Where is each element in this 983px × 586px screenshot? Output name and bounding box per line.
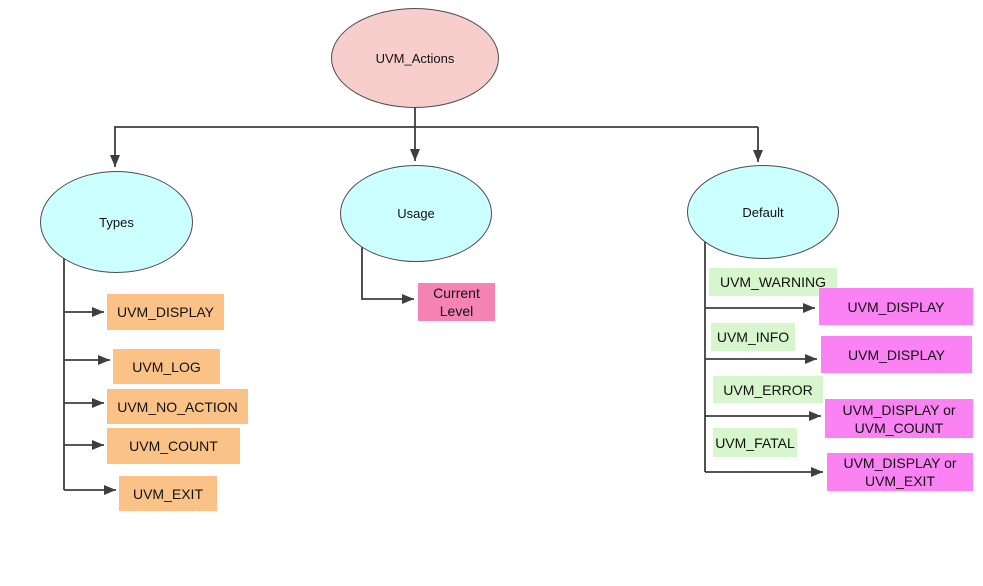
- types-item-uvm-display: UVM_DISPLAY: [107, 294, 224, 330]
- node-default: Default: [687, 165, 839, 259]
- node-usage-label: Usage: [397, 206, 435, 221]
- node-types: Types: [40, 171, 193, 273]
- node-default-label: Default: [742, 204, 784, 220]
- action-fatal-display-or-exit: UVM_DISPLAY or UVM_EXIT: [827, 453, 973, 491]
- usage-target-current-level: Current Level: [418, 283, 495, 321]
- node-uvm-actions-label: UVM_Actions: [375, 50, 455, 66]
- types-item-uvm-count: UVM_COUNT: [107, 428, 240, 464]
- severity-uvm-warning: UVM_WARNING: [709, 268, 837, 296]
- types-item-uvm-no-action: UVM_NO_ACTION: [107, 389, 248, 424]
- node-uvm-actions: UVM_Actions: [331, 8, 499, 108]
- node-types-label: Types: [99, 214, 134, 230]
- action-error-display-or-count: UVM_DISPLAY or UVM_COUNT: [825, 399, 973, 438]
- severity-uvm-info: UVM_INFO: [711, 323, 795, 351]
- severity-uvm-error: UVM_ERROR: [713, 376, 823, 403]
- types-item-uvm-log: UVM_LOG: [113, 349, 220, 384]
- action-warning-uvm-display: UVM_DISPLAY: [819, 288, 973, 325]
- node-usage: Usage: [340, 165, 492, 262]
- action-info-uvm-display: UVM_DISPLAY: [821, 336, 972, 373]
- types-item-uvm-exit: UVM_EXIT: [119, 476, 217, 511]
- severity-uvm-fatal: UVM_FATAL: [713, 428, 797, 457]
